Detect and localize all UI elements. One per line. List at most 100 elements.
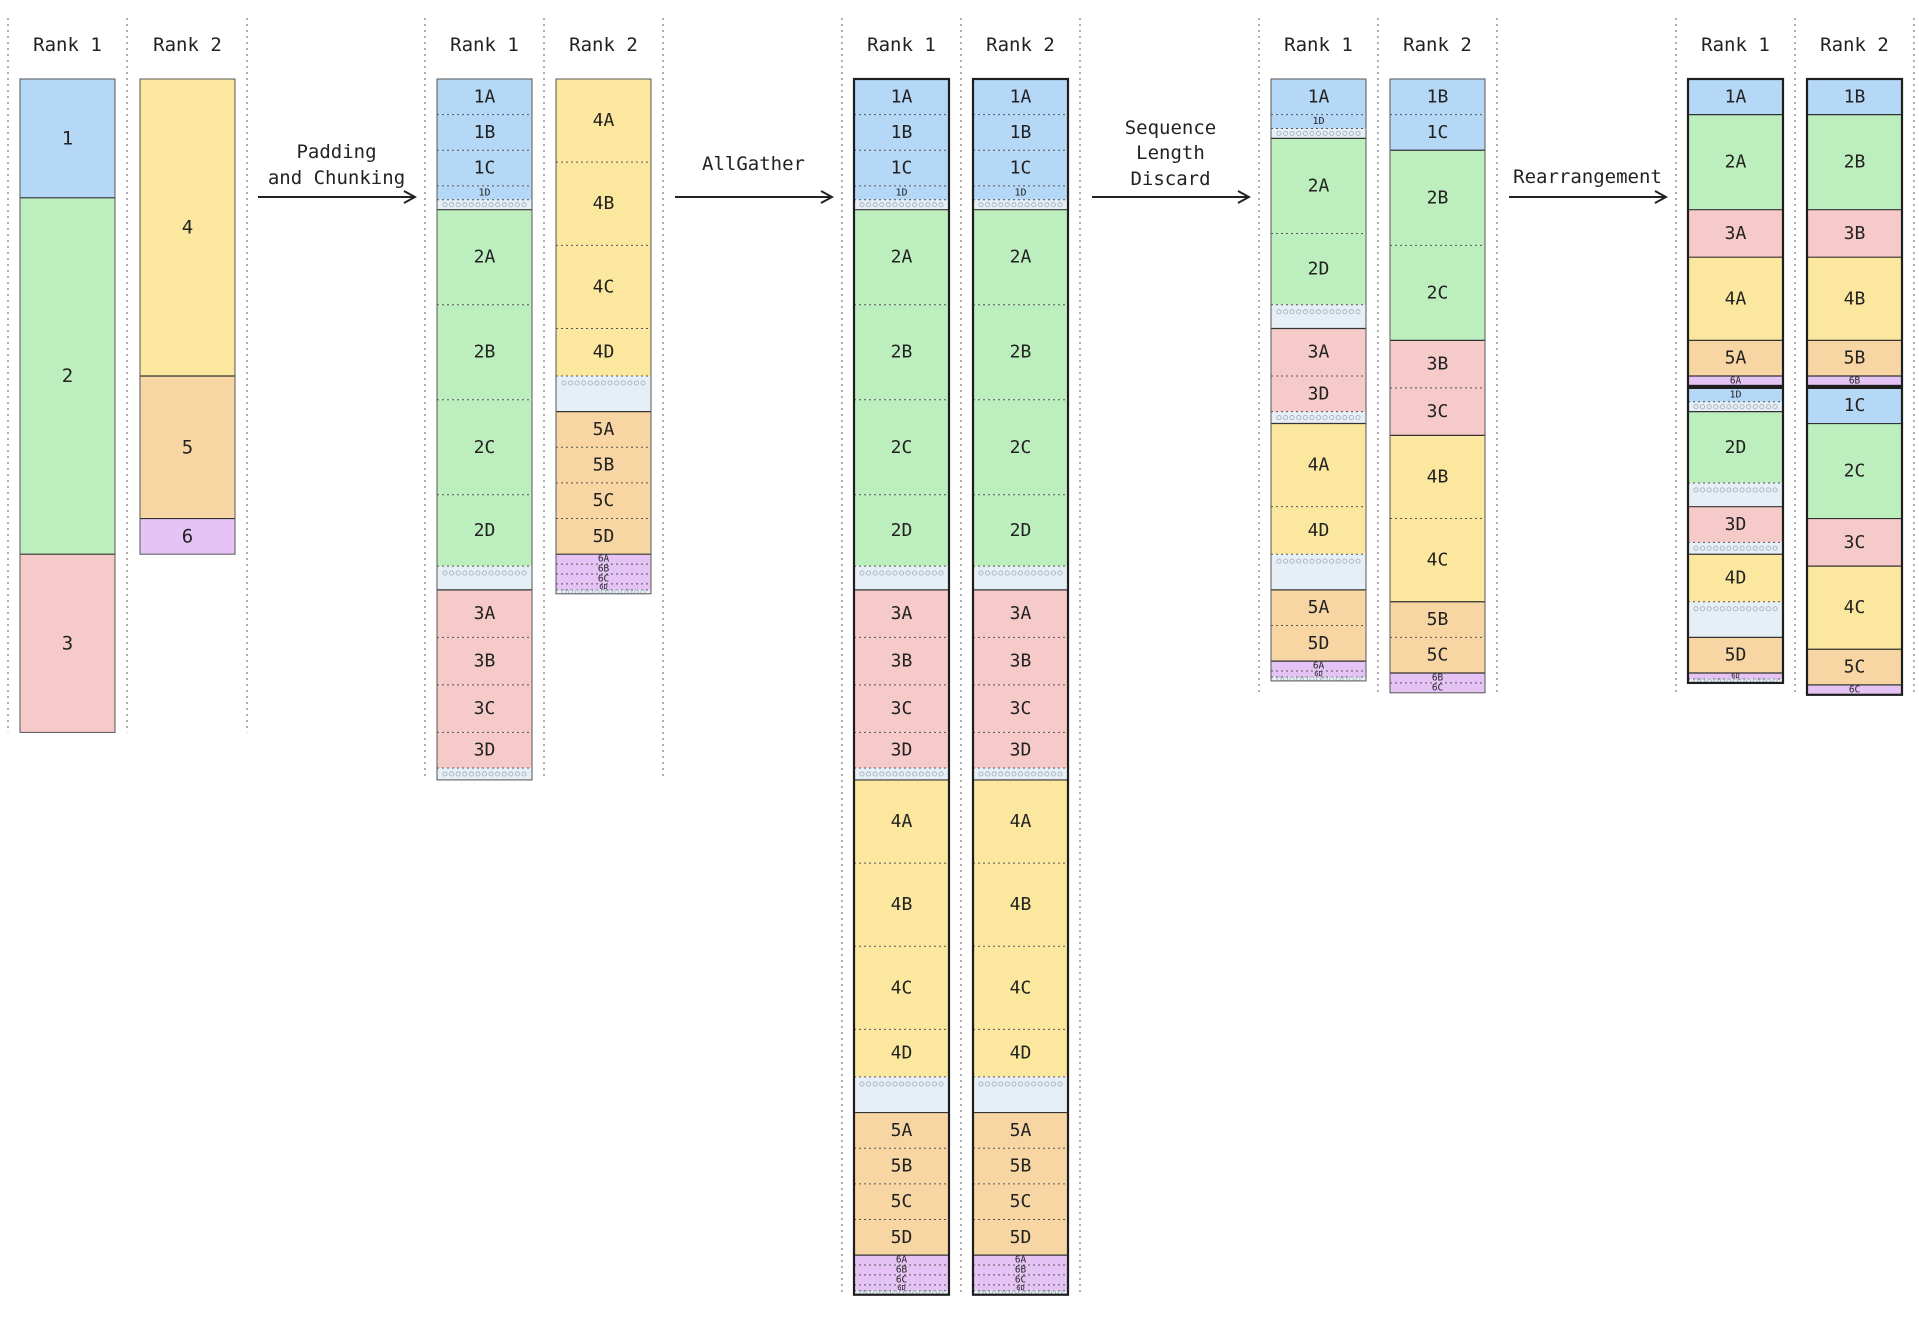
- block-label: 1: [62, 127, 73, 149]
- column-outline: [1389, 78, 1486, 694]
- padding-dot: [991, 1081, 997, 1087]
- padding-dot: [1283, 130, 1289, 136]
- block-rect: [1807, 376, 1902, 386]
- padding-dot: [1031, 202, 1037, 208]
- padding-dot: [508, 771, 514, 777]
- padding-dot: [1348, 309, 1354, 315]
- block-rect: [973, 399, 1068, 495]
- padding-dot: [475, 570, 481, 576]
- block-rect: [854, 779, 949, 864]
- block-label: 1D: [1312, 116, 1324, 127]
- block-3b: 3B: [1390, 339, 1485, 388]
- padding-dot: [462, 771, 468, 777]
- padding-dot: [1057, 570, 1063, 576]
- block-rect: [854, 1284, 949, 1291]
- arrow-label: Rearrangement: [1513, 166, 1662, 188]
- padding-dot: [1004, 570, 1010, 576]
- padding-block: [854, 199, 949, 210]
- block-1a: 1A: [437, 79, 532, 115]
- block-label: 4C: [1010, 977, 1032, 998]
- block-2b: 2B: [1390, 149, 1485, 246]
- block-rect: [1807, 684, 1902, 695]
- block-rect: [556, 162, 651, 246]
- block-rect: [973, 732, 1068, 769]
- padding-block: [1271, 304, 1366, 329]
- padding-dot: [1732, 404, 1739, 410]
- padding-rect: [973, 199, 1068, 210]
- block-rect: [973, 1148, 1068, 1184]
- arrow-label: and Chunking: [268, 167, 405, 189]
- padding-dot: [938, 570, 944, 576]
- padding-block: [556, 589, 651, 595]
- padding-block: [1271, 128, 1366, 139]
- padding-dot: [918, 202, 924, 208]
- block-rect: [973, 1112, 1068, 1149]
- block-label: 6A: [1313, 661, 1325, 672]
- block-6c: 6C: [973, 1274, 1068, 1285]
- padding-dot: [885, 202, 891, 208]
- block-6: 6: [140, 517, 235, 555]
- padding-rect: [854, 199, 949, 210]
- block-label: 5C: [593, 490, 615, 511]
- padding-dot: [462, 570, 468, 576]
- block-2d: 2D: [1271, 232, 1366, 305]
- padding-dot: [1309, 415, 1315, 421]
- group-outline: [1805, 386, 1904, 696]
- block-1a: 1A: [854, 79, 949, 115]
- block-rect: [437, 79, 532, 115]
- block-label: 4B: [1010, 894, 1032, 915]
- padding-dot: [1746, 487, 1752, 493]
- block-label: 3D: [1010, 740, 1032, 761]
- padding-dot: [1706, 404, 1712, 410]
- padding-dot: [866, 1081, 872, 1087]
- block-label: 3B: [1010, 651, 1032, 672]
- block-2c: 2C: [854, 399, 949, 495]
- block-1b: 1B: [437, 114, 532, 151]
- block-rect: [556, 518, 651, 555]
- arrow-label: Padding: [296, 141, 376, 163]
- padding-dot: [1746, 545, 1752, 551]
- block-2c: 2C: [973, 399, 1068, 495]
- block-label: 3C: [474, 698, 496, 719]
- padding-block: [1271, 553, 1366, 590]
- padding-dot: [998, 771, 1004, 777]
- padding-dot: [1335, 415, 1341, 421]
- column-outline: [555, 78, 652, 595]
- block-label: 6D: [1314, 670, 1322, 678]
- block-rect: [1688, 257, 1783, 341]
- padding-rect: [1271, 304, 1366, 329]
- padding-dot: [1746, 404, 1752, 410]
- block-label: 6C: [598, 573, 609, 584]
- padding-dot: [481, 570, 488, 576]
- block-label: 5: [182, 436, 193, 458]
- block-label: 5B: [593, 455, 615, 476]
- rank-header: Rank 2: [1403, 34, 1472, 56]
- block-4b: 4B: [1390, 434, 1485, 519]
- group-outline: [1686, 77, 1785, 387]
- block-2a: 2A: [1688, 114, 1783, 210]
- block-label: 3A: [891, 603, 913, 624]
- padding-dot: [1732, 606, 1739, 612]
- block-rect: [1807, 79, 1902, 115]
- block-3: 3: [20, 553, 115, 733]
- block-label: 6B: [598, 564, 610, 575]
- padding-dot: [1752, 545, 1758, 551]
- rank-header: Rank 1: [450, 34, 519, 56]
- padding-dot: [1322, 415, 1328, 421]
- block-4c: 4C: [973, 945, 1068, 1030]
- block-label: 6B: [1849, 375, 1861, 386]
- block-rect: [973, 946, 1068, 1030]
- block-label: 3A: [1308, 342, 1330, 363]
- block-3d: 3D: [973, 731, 1068, 769]
- padding-dot: [1050, 202, 1056, 208]
- padding-dot: [1772, 545, 1778, 551]
- padding-dot: [938, 1081, 944, 1087]
- column-outline: [139, 78, 236, 555]
- padding-dot: [475, 771, 481, 777]
- block-label: 1C: [1427, 122, 1449, 143]
- block-5d: 5D: [854, 1218, 949, 1256]
- block-4c: 4C: [1390, 518, 1485, 602]
- padding-dot: [1719, 545, 1725, 551]
- block-3a: 3A: [973, 589, 1068, 638]
